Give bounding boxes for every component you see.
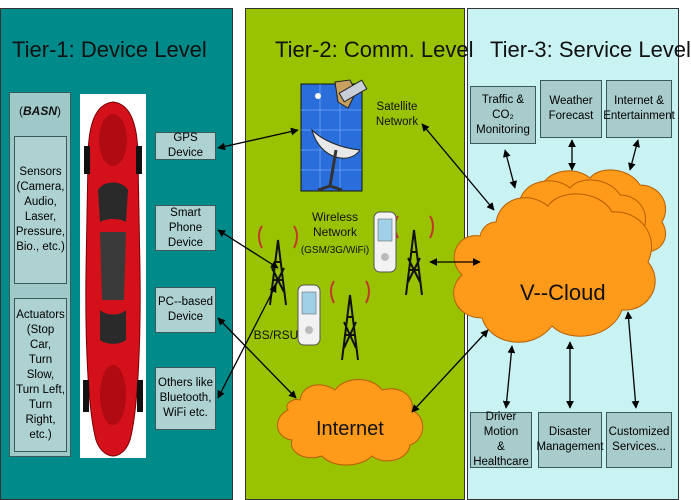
gps-device-box: GPS Device	[155, 132, 216, 160]
tier2-title: Tier-2: Comm. Level	[275, 37, 474, 62]
tier3-title: Tier-3: Service Level	[490, 37, 691, 62]
internet-entertainment-box: Internet &Entertainment	[603, 80, 675, 138]
tower-icon-center	[330, 280, 370, 361]
bs-rsu-label: BS/RSU	[253, 328, 299, 342]
sensors-box: Sensors(Camera,Audio,Laser,Pressure,Bio.…	[14, 136, 67, 284]
phone-icon-left	[297, 284, 321, 346]
car-icon	[83, 101, 143, 457]
v-cloud-shape	[453, 169, 667, 343]
actuators-box: Actuators(Stop Car,Turn Slow,Turn Left,T…	[14, 298, 67, 452]
connection-arrows	[217, 123, 640, 413]
driver-motion-healthcare-box: Driver Motion& Healthcare	[470, 411, 532, 468]
tier1-title: Tier-1: Device Level	[12, 37, 207, 62]
wireless-network-sublabel: (GSM/3G/WiFi)	[300, 245, 370, 256]
v-cloud-label: V--Cloud	[520, 280, 606, 305]
tower-icon-left	[258, 225, 298, 306]
diagram-graphics: V--Cloud Internet	[83, 79, 667, 466]
basn-title: (BASN)	[18, 104, 61, 118]
internet-label: Internet	[316, 418, 384, 440]
tower-icon-right	[394, 215, 434, 296]
satellite-icon	[300, 79, 368, 192]
phone-icon-right	[373, 211, 397, 273]
internet-cloud-shape	[277, 379, 424, 466]
